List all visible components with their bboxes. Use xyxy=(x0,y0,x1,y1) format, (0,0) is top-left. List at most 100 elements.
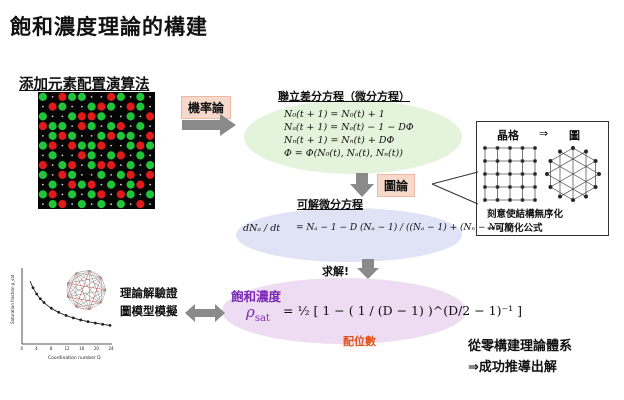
plot-point xyxy=(71,316,75,320)
green-atom xyxy=(58,102,67,111)
red-atom xyxy=(97,102,106,111)
green-atom xyxy=(58,161,67,170)
vacant-site xyxy=(80,164,83,167)
plot-point xyxy=(86,320,90,324)
plot-tick-label: 16 xyxy=(79,346,85,351)
diff-equations: N₀(t + 1) = N₀(t) + 1 Nₐ(t + 1) = Nₐ(t) … xyxy=(284,108,414,160)
grid-node xyxy=(483,146,488,151)
plot-tick-label: 8 xyxy=(50,346,53,351)
red-atom xyxy=(97,161,106,170)
plot-network-edge xyxy=(75,272,102,278)
red-atom xyxy=(136,200,145,209)
green-atom xyxy=(87,122,96,131)
graph-node xyxy=(544,171,550,177)
red-atom xyxy=(97,190,106,199)
graph-node xyxy=(557,149,563,154)
rho-subscript: sat xyxy=(254,313,270,324)
lattice-label: 晶格 xyxy=(497,129,519,142)
plot-point xyxy=(57,310,61,314)
green-atom xyxy=(126,161,135,170)
plot-network-edge xyxy=(89,302,102,310)
grid-node xyxy=(533,158,538,163)
green-atom xyxy=(48,131,57,140)
vacant-site xyxy=(129,203,132,206)
plot-tick-label: 24 xyxy=(109,346,115,351)
green-atom xyxy=(77,92,86,101)
graph-edge xyxy=(550,186,574,201)
grid-node xyxy=(483,158,488,163)
graph-edge xyxy=(550,147,574,162)
green-atom xyxy=(107,102,116,111)
green-atom xyxy=(107,122,116,131)
green-atom xyxy=(68,112,77,121)
arrow-down-solve-icon xyxy=(357,259,379,279)
green-atom xyxy=(77,141,86,150)
vacant-site xyxy=(71,154,74,157)
graph-node xyxy=(593,184,598,190)
diff-equation-2: Nₐ(t + 1) = Nₐ(t) − 1 − DΦ xyxy=(284,122,414,133)
green-atom xyxy=(68,92,77,101)
grid-node xyxy=(533,146,538,151)
vacant-site xyxy=(61,183,64,186)
red-atom xyxy=(116,190,125,199)
grid-node xyxy=(533,185,538,190)
grid-node xyxy=(507,185,512,190)
plot-network-edge xyxy=(89,270,102,303)
plot-point xyxy=(49,306,53,310)
plot-network-edge xyxy=(89,270,102,278)
grid-node xyxy=(520,146,525,151)
graph-edge xyxy=(546,173,587,197)
graph-node xyxy=(548,184,553,190)
plot-curve xyxy=(29,280,109,326)
green-atom xyxy=(126,190,135,199)
solvable-rhs: = Nₐ − 1 − D (Nₐ − 1) / ((Nₐ − 1) + (Nₙ … xyxy=(296,223,507,233)
vacant-site xyxy=(129,125,132,128)
grid-to-graph-illustration xyxy=(483,145,602,203)
green-atom xyxy=(48,151,57,160)
vacant-site xyxy=(100,95,103,98)
plot-network-edge xyxy=(67,276,102,284)
plot-network-edge xyxy=(75,270,90,308)
verify-label-2: 圖模型模擬 xyxy=(120,304,178,318)
green-atom xyxy=(77,200,86,209)
green-atom xyxy=(38,141,47,150)
green-atom xyxy=(87,190,96,199)
graph-node xyxy=(570,197,576,203)
vacant-site xyxy=(90,95,93,98)
plot-point xyxy=(108,323,112,327)
plot-network-edge xyxy=(75,272,107,291)
plot-network-edge xyxy=(67,276,102,298)
callout-pointer xyxy=(431,171,479,205)
green-atom xyxy=(146,161,155,170)
green-atom xyxy=(146,190,155,199)
graph-node xyxy=(583,149,589,154)
graph-node xyxy=(570,145,576,151)
plot-network-edge xyxy=(101,277,107,291)
graph-edge xyxy=(559,173,600,197)
plot-point xyxy=(101,322,105,326)
plot-point xyxy=(38,297,42,301)
plot-tick-label: 12 xyxy=(65,346,71,351)
plot-network-edge xyxy=(67,282,90,310)
green-atom xyxy=(97,200,106,209)
solvable-lhs: dNₐ / dt xyxy=(243,223,281,234)
arrow-down-icon xyxy=(350,173,374,197)
grid-node xyxy=(495,185,500,190)
vacant-site xyxy=(139,164,142,167)
vacant-site xyxy=(80,173,83,176)
green-atom xyxy=(38,92,47,101)
vacant-site xyxy=(119,105,122,108)
plot-network-edge xyxy=(89,270,107,291)
vacant-site xyxy=(61,144,64,147)
plot-network-edge xyxy=(75,276,102,308)
red-atom xyxy=(146,131,155,140)
grid-node xyxy=(533,198,538,203)
red-atom xyxy=(58,92,67,101)
graph-edge xyxy=(559,151,600,175)
green-atom xyxy=(97,131,106,140)
vacant-site xyxy=(149,125,152,128)
plot-network-edge xyxy=(75,307,90,310)
green-atom xyxy=(87,151,96,160)
diff-eq-heading: 聯立差分方程（微分方程） xyxy=(278,90,410,103)
